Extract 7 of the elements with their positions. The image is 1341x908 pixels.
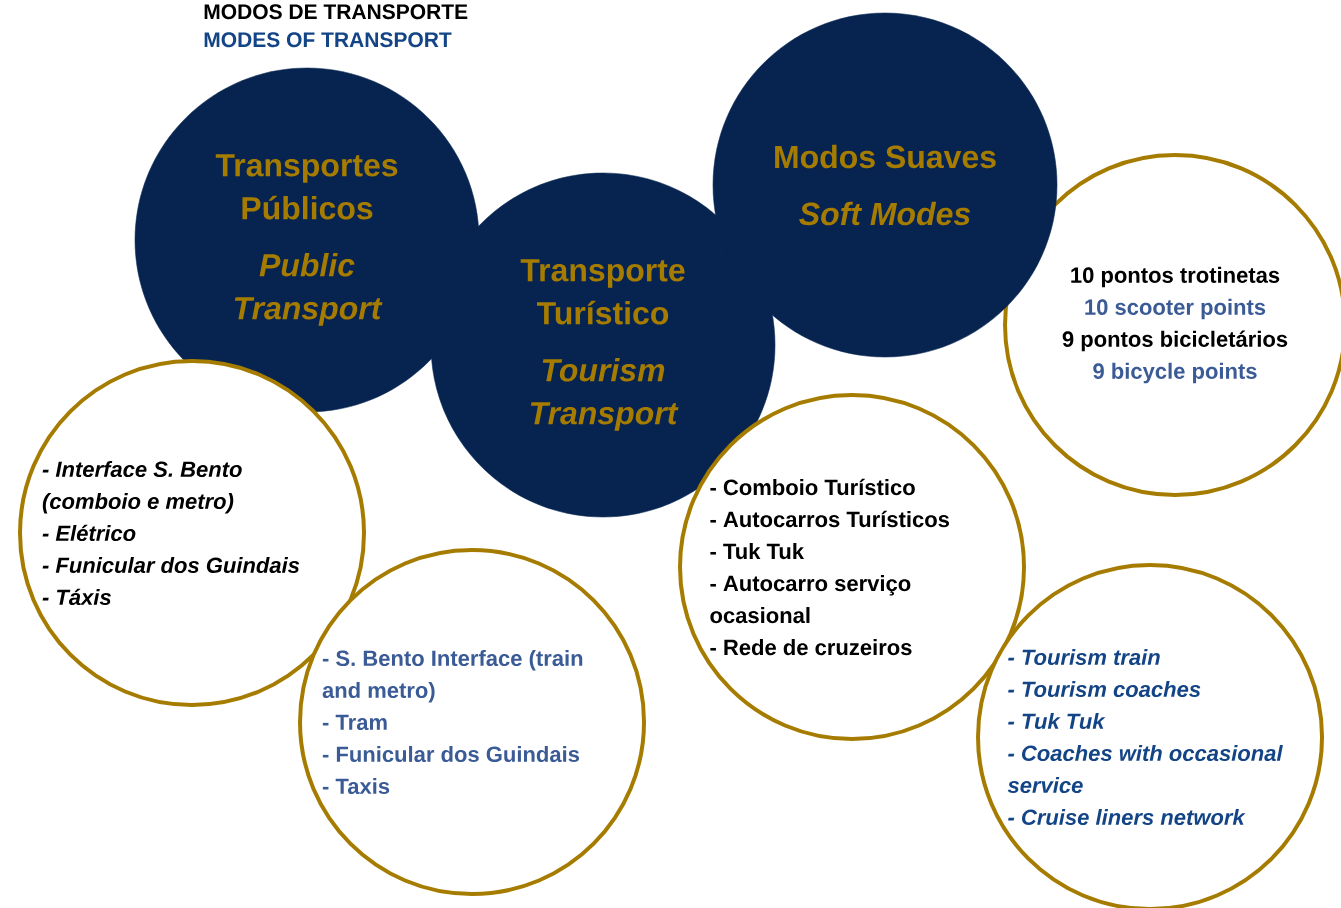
heading: MODES OF TRANSPORT	[204, 32, 452, 48]
node-label: - Taxis	[322, 777, 390, 795]
heading: MODOS DE TRANSPORTE	[204, 4, 468, 20]
node-label: - Cruise liners network	[1008, 808, 1246, 826]
node-label: - Tram	[322, 714, 387, 731]
node-label: - Coaches with occasional service	[1007, 744, 1283, 794]
node-label: - Funicular dos Guindais	[322, 745, 580, 763]
